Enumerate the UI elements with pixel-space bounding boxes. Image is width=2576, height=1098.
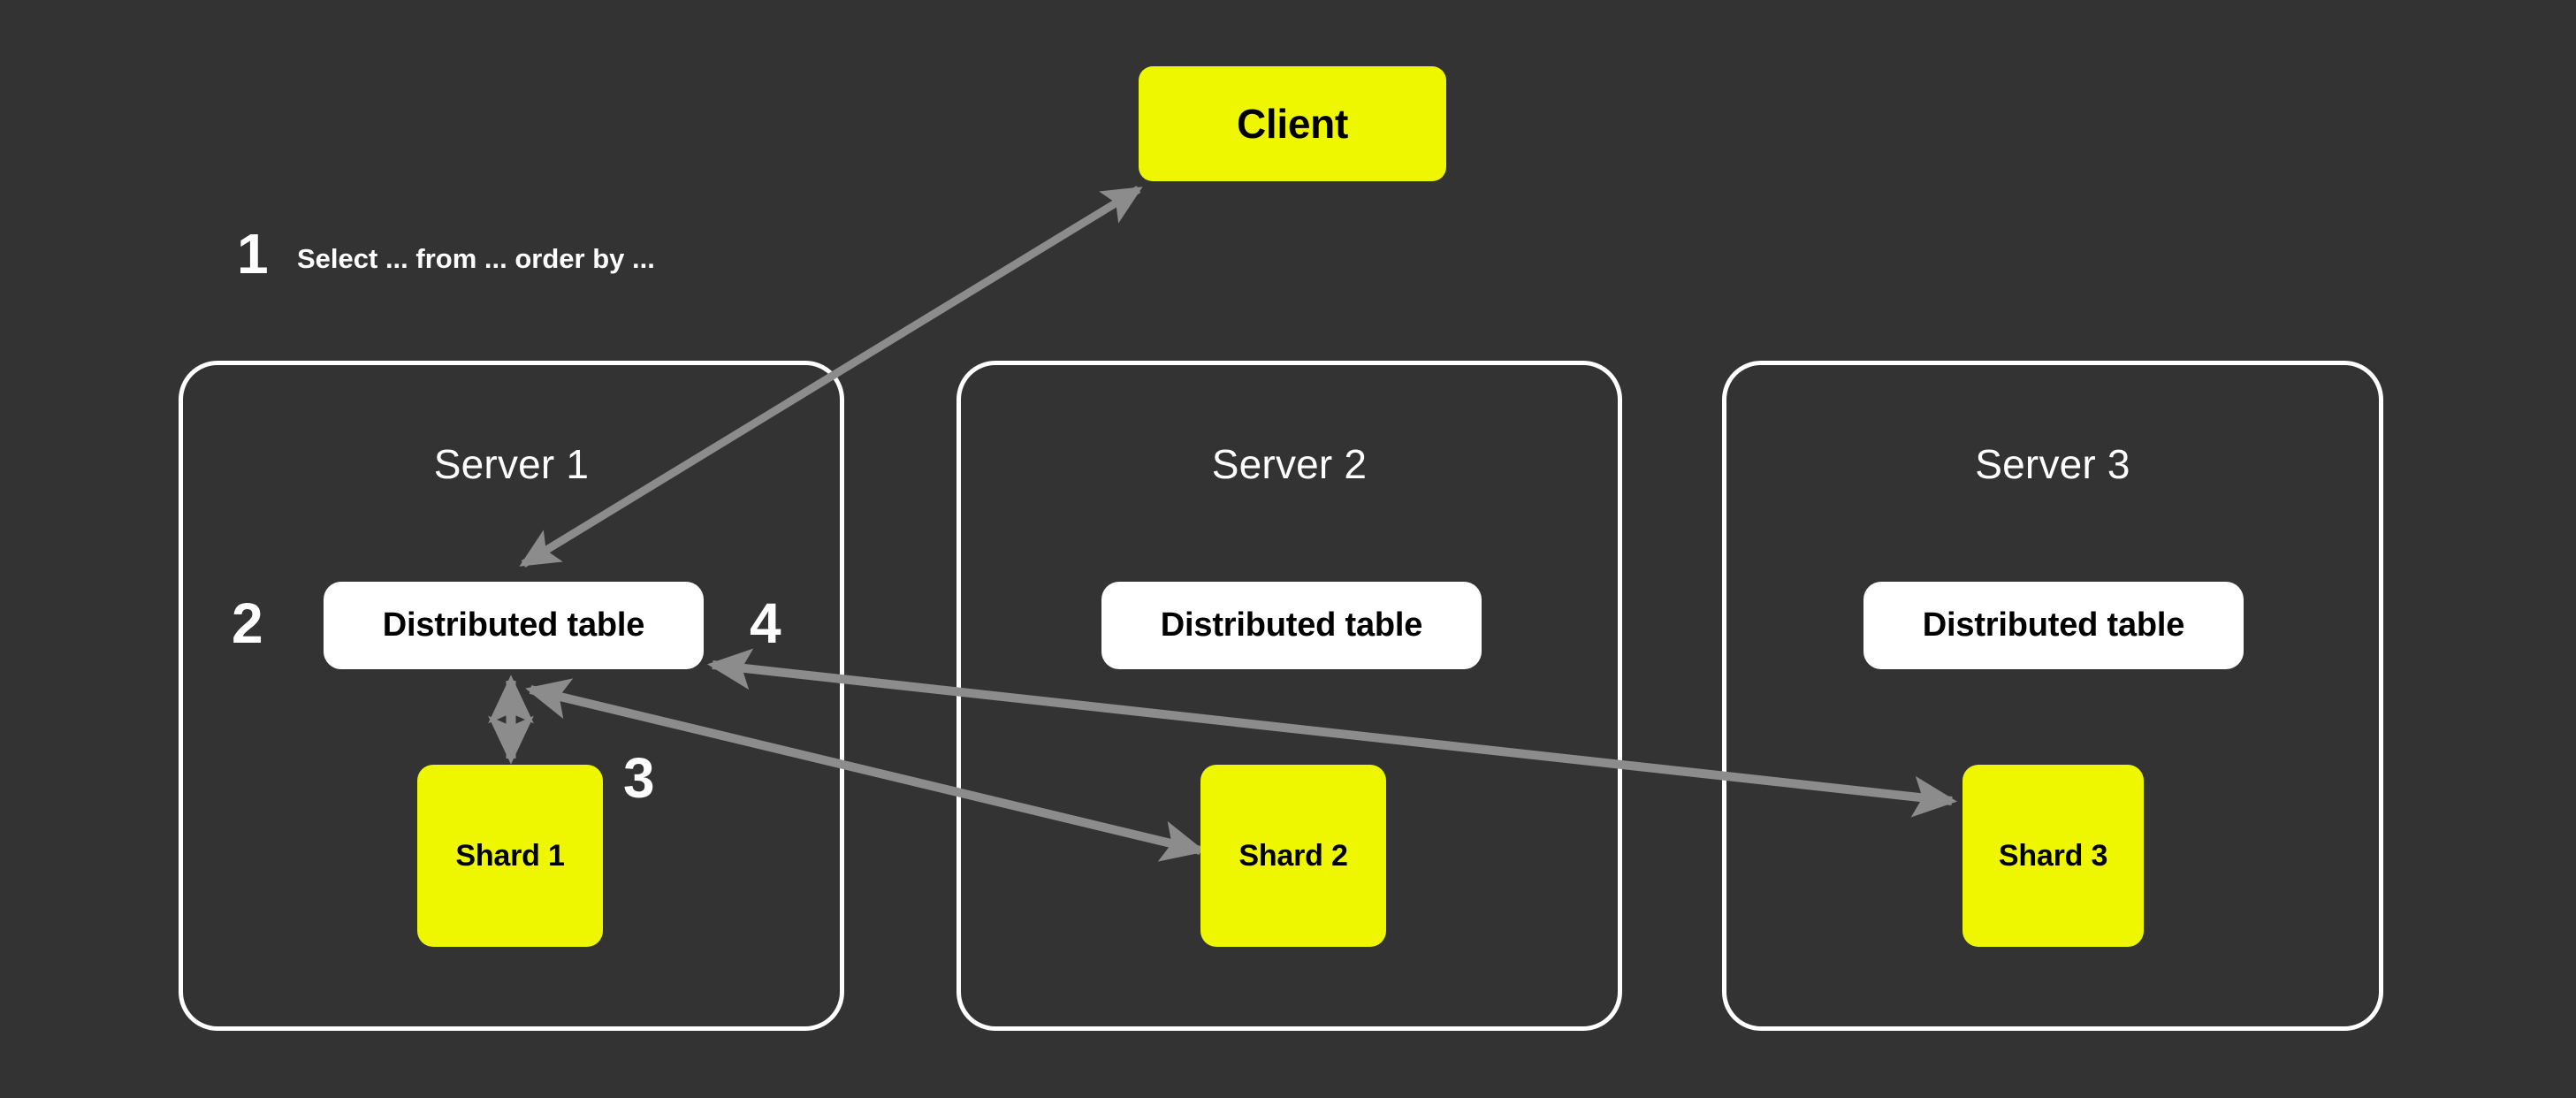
query-caption: Select ... from ... order by ... bbox=[297, 243, 655, 274]
server-title-3: Server 3 bbox=[1975, 441, 2130, 487]
distributed-table-label-3: Distributed table bbox=[1922, 606, 2185, 644]
step-number-3: 3 bbox=[623, 746, 655, 810]
step-number-2: 2 bbox=[232, 591, 263, 655]
distributed-table-label-2: Distributed table bbox=[1160, 606, 1423, 644]
server-title-2: Server 2 bbox=[1211, 441, 1368, 487]
shard-label-1: Shard 1 bbox=[455, 838, 565, 873]
shard-node-2[interactable]: Shard 2 bbox=[1200, 765, 1386, 947]
client-label: Client bbox=[1237, 101, 1348, 147]
distributed-table-server-2[interactable]: Distributed table bbox=[1101, 582, 1482, 669]
distributed-table-server-3[interactable]: Distributed table bbox=[1863, 582, 2244, 669]
step-number-4: 4 bbox=[750, 591, 781, 655]
client-node[interactable]: Client bbox=[1139, 66, 1446, 181]
shard-label-3: Shard 3 bbox=[1998, 838, 2108, 873]
shard-node-3[interactable]: Shard 3 bbox=[1962, 765, 2144, 947]
step-number-1: 1 bbox=[237, 222, 269, 286]
shard-label-2: Shard 2 bbox=[1238, 838, 1348, 873]
distributed-table-label-1: Distributed table bbox=[382, 606, 645, 644]
server-title-1: Server 1 bbox=[433, 441, 590, 487]
shard-node-1[interactable]: Shard 1 bbox=[417, 765, 603, 947]
distributed-table-server-1[interactable]: Distributed table bbox=[324, 582, 704, 669]
